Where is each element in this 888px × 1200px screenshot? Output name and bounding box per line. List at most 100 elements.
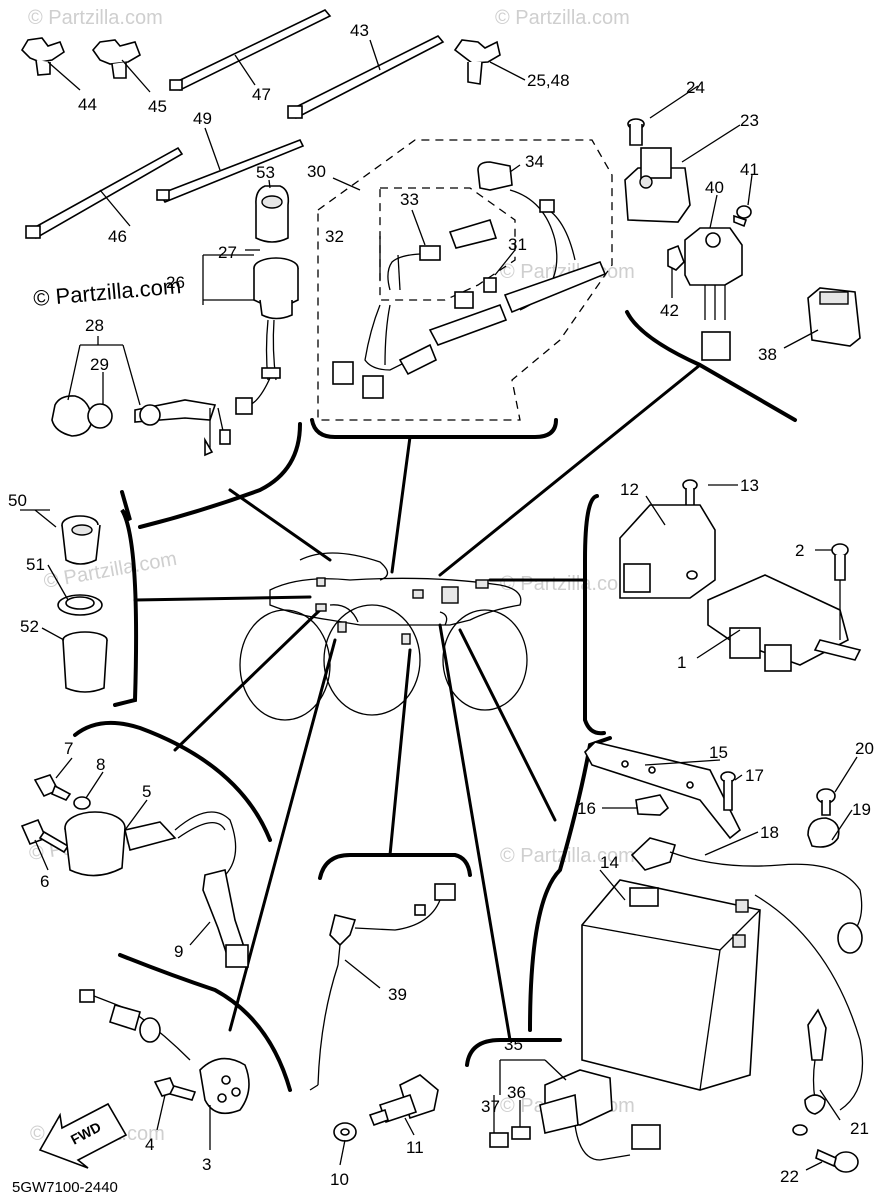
part-30-harness-group [317,139,613,421]
callout-21: 21 [850,1119,869,1138]
part-42-clip [667,244,685,271]
callout-49: 49 [193,109,212,128]
watermark: © Partzilla.com [500,845,635,867]
callout-5: 5 [142,782,151,801]
part-5-ignition-coil [64,811,237,881]
callout-32: 32 [325,227,344,246]
callout-46: 46 [108,227,127,246]
callout-6: 6 [40,872,49,891]
part-35-relay-assembly [539,1069,661,1161]
callout-34: 34 [525,152,544,171]
part-20-screw [816,788,836,816]
part-22-bolt [815,1148,859,1173]
leader-lines [133,363,702,1042]
callout-4: 4 [145,1135,154,1154]
part-43-tie [287,35,445,120]
watermark-main: © Partzilla.com [32,273,182,311]
callout-12: 12 [620,480,639,499]
atv-outline [239,552,528,721]
callout-42: 42 [660,301,679,320]
callout-16: 16 [577,799,596,818]
part-3-sensor [79,989,250,1115]
callout-38: 38 [758,345,777,364]
callout-20: 20 [855,739,874,758]
callout-23: 23 [740,111,759,130]
part-52-cover [62,631,108,693]
callout-17: 17 [745,766,764,785]
callout-53: 53 [256,163,275,182]
watermark: © Partzilla.com [28,7,163,29]
callout-31: 31 [508,235,527,254]
part-51-nut [57,594,103,616]
callout-15: 15 [709,743,728,762]
callout-43: 43 [350,21,369,40]
callout-26: 26 [166,273,185,292]
callout-7: 7 [64,739,73,758]
callout-29: 29 [90,355,109,374]
part-9-plug-cap [202,869,249,968]
callout-24: 24 [686,78,705,97]
part-1-cdi-unit [707,574,862,672]
callout-41: 41 [740,160,759,179]
callout-11: 11 [406,1138,424,1157]
callout-28: 28 [85,316,104,335]
callout-44: 44 [78,95,97,114]
callout-8: 8 [96,755,105,774]
callout-33: 33 [400,190,419,209]
watermark: © Partzilla.com [495,7,630,29]
callout-1: 1 [677,653,686,672]
callout-36: 36 [507,1083,526,1102]
callout-10: 10 [330,1170,349,1189]
callout-52: 52 [20,617,39,636]
part-53-key-cap [255,185,290,243]
watermark: © Partzilla.com [500,573,635,595]
callout-18: 18 [760,823,779,842]
part-12-rectifier [619,504,716,599]
part-26-ignition-switch [235,257,299,415]
callout-leaders [20,39,858,1171]
diagram-code: 5GW7100-2440 [12,1179,118,1196]
part-40-relay [684,227,743,361]
part-10-washer [333,1122,357,1142]
part-11-switch [368,1074,439,1127]
part-21-negative-lead [754,894,864,1136]
part-46-tie [25,146,184,240]
part-16-damper [635,794,670,816]
part-7-bolt [33,774,72,801]
callout-19: 19 [852,800,871,819]
watermarks: © Partzilla.com © Partzilla.com © Partzi… [28,7,635,1145]
part-41-screw [733,205,752,228]
part-4-bolt [153,1077,197,1101]
part-14-battery [581,879,761,1091]
part-18-positive-lead [630,837,863,954]
callout-39: 39 [388,985,407,1004]
callout-2: 2 [795,541,804,560]
watermark: © Partzilla.com [42,548,179,593]
callout-47: 47 [252,85,271,104]
callout-40: 40 [705,178,724,197]
callout-37: 37 [481,1097,500,1116]
part-50-socket [61,515,101,565]
callout-25-48: 25,48 [527,71,570,90]
callout-45: 45 [148,97,167,116]
callout-35: 35 [504,1035,523,1054]
part-19-band [807,817,840,848]
part-37-fuse [489,1132,509,1148]
callout-22: 22 [780,1167,799,1186]
part-8-washer [73,796,91,810]
callout-labels: 44 45 47 43 25,48 46 49 53 27 26 28 29 3… [8,21,874,1189]
callout-3: 3 [202,1155,211,1174]
callout-27: 27 [218,243,237,262]
callout-13: 13 [740,476,759,495]
part-15-bracket [584,741,742,840]
part-39-sensor-lead [309,883,456,1091]
part-24-bolt [627,118,645,146]
part-2-bolt [831,543,849,581]
part-17-bolt [720,771,736,811]
part-28-bulb-socket [51,395,231,457]
part-36-fuse [511,1126,531,1140]
part-45-clamp [91,39,141,79]
part-25-48-clamp [453,39,501,85]
fwd-arrow-icon: FWD [38,1102,128,1169]
